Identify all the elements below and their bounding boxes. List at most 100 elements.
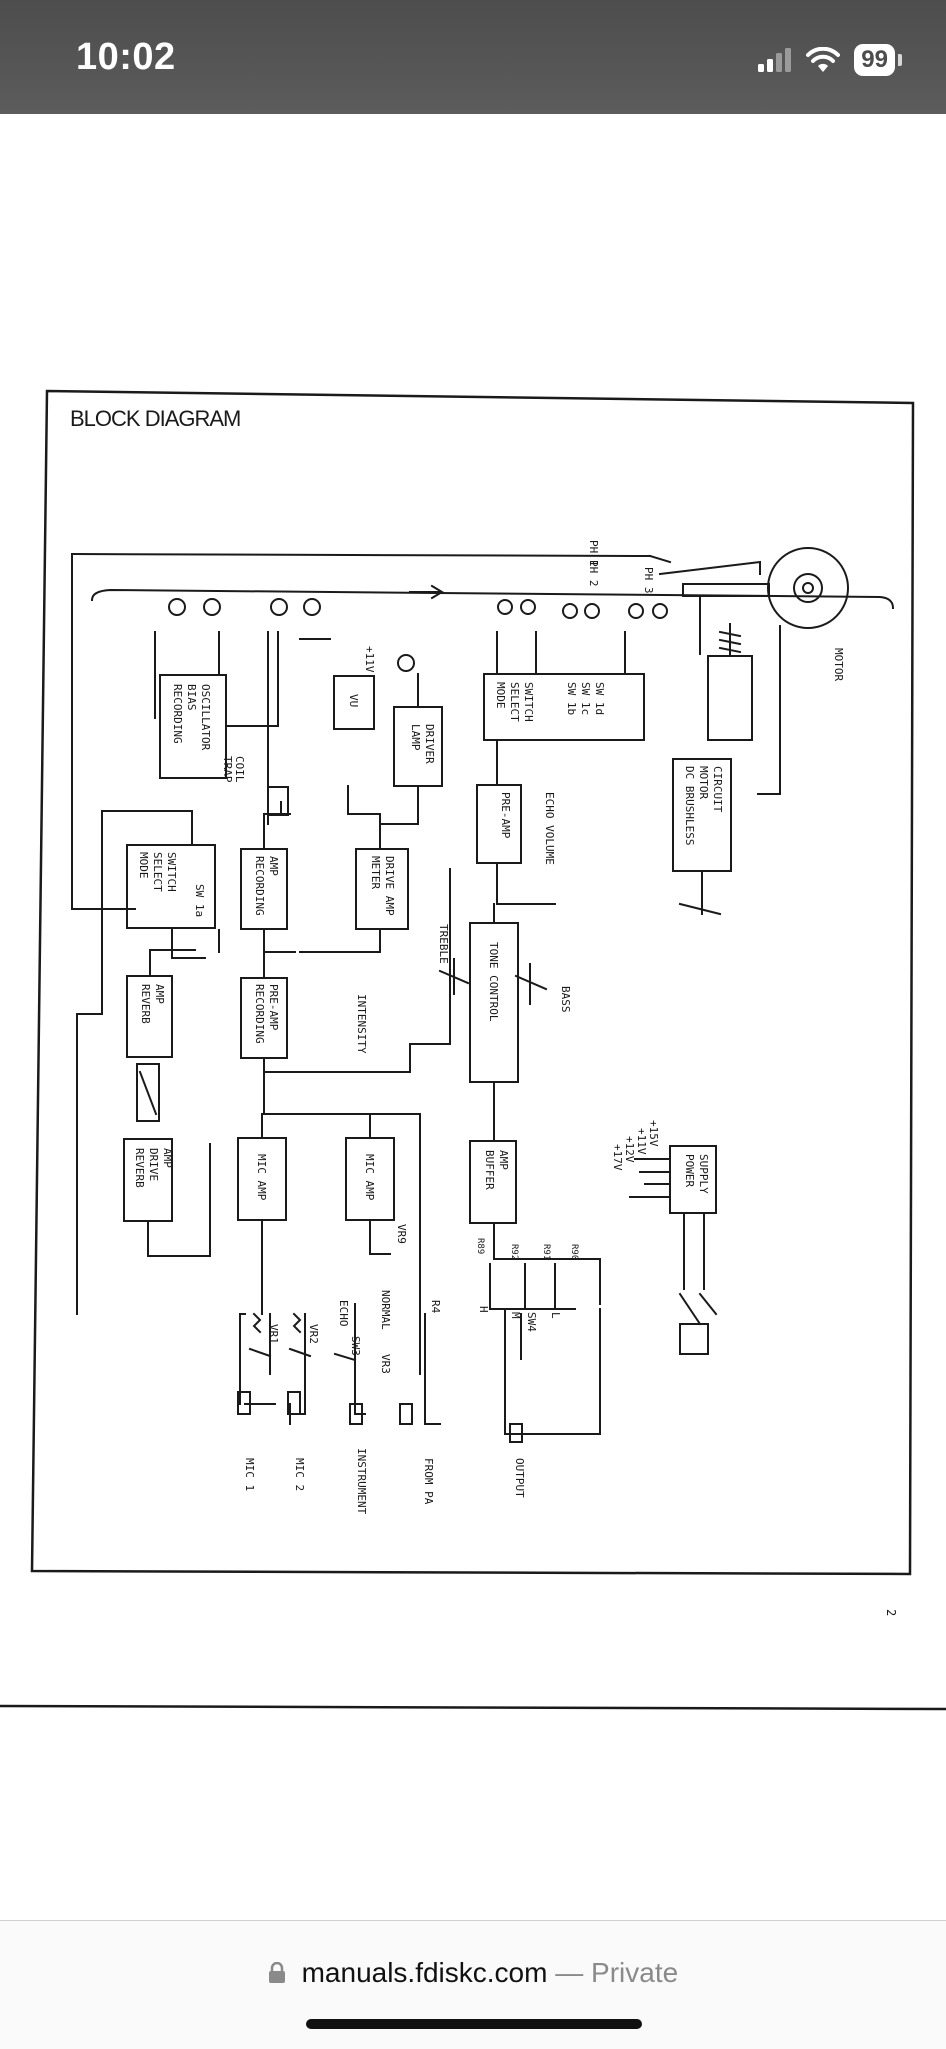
page-number: 2 [884, 1609, 898, 1616]
diagram-frame [30, 389, 915, 1576]
label-supply-17v: +17V [611, 1144, 624, 1171]
block-meter-drive-2: DRIVE AMP [383, 856, 396, 916]
block-recording-amp-1: RECORDING [253, 856, 266, 916]
label-ph2: PH 2 [587, 560, 600, 587]
wifi-icon [806, 47, 841, 72]
block-lamp-driver-2: DRIVER [423, 724, 436, 764]
block-reverb-drive-1: REVERB [133, 1148, 146, 1188]
label-motor: MOTOR [832, 648, 845, 681]
home-indicator[interactable] [306, 2019, 642, 2029]
block-mode-select-1a-2: SELECT [151, 852, 164, 892]
block-tone-control: TONE CONTROL [487, 942, 500, 1022]
lock-icon [268, 1961, 285, 1983]
label-sw1a: SW 1a [193, 884, 206, 917]
page-divider [0, 1704, 946, 1711]
label-normal: NORMAL [379, 1290, 392, 1330]
label-supply-12v: +12V [623, 1136, 636, 1163]
block-reverb-drive-2: DRIVE [147, 1148, 160, 1181]
label-from-pa: FROM PA [422, 1458, 435, 1505]
block-recording-pre-amp-2: PRE-AMP [267, 984, 280, 1031]
block-power-supply-1: POWER [683, 1154, 696, 1187]
label-treble: TREBLE [437, 924, 450, 964]
private-label: — Private [555, 1957, 679, 1988]
cellular-signal-icon [758, 48, 792, 72]
label-sw3: SW3 [349, 1336, 362, 1356]
block-meter-drive-1: METER [369, 856, 382, 889]
solenoid-box [707, 655, 753, 741]
label-sw1b: SW 1b [565, 682, 578, 715]
battery-tip [898, 54, 902, 66]
block-buffer-amp-2: AMP [497, 1150, 510, 1170]
block-dc-brushless-2: MOTOR [697, 766, 710, 799]
label-plus11v: +11V [363, 646, 376, 673]
label-rx: R4 [429, 1300, 442, 1314]
diagram-title: BLOCK DIAGRAM [70, 406, 240, 431]
label-instrument: INSTRUMENT [355, 1448, 368, 1515]
label-intensity: INTENSITY [355, 994, 368, 1054]
label-vr1: VR1 [267, 1324, 280, 1344]
label-r91: R91 [541, 1244, 551, 1260]
label-trap-coil-1: TRAP [221, 756, 234, 783]
block-dc-brushless-3: CIRCUIT [711, 766, 724, 813]
vu-meter-box [333, 675, 375, 730]
block-bias-osc-1: RECORDING [171, 684, 184, 744]
label-bass: BASS [559, 986, 572, 1013]
label-echo: ECHO [337, 1300, 350, 1327]
block-mode-select-main-1: MODE [494, 682, 507, 709]
battery-icon: 99 [854, 44, 895, 76]
label-m: M [509, 1312, 522, 1319]
label-sw1d: SW 1d [593, 682, 606, 715]
motor-reel [767, 547, 849, 629]
browser-bottom-bar: manuals.fdiskc.com — Private [0, 1920, 946, 2049]
block-reverb-drive-3: AMP [161, 1148, 174, 1168]
block-reverb-amp-2: AMP [153, 984, 166, 1004]
block-recording-amp-2: AMP [267, 856, 280, 876]
block-mode-select-main-2: SELECT [508, 682, 521, 722]
block-vu: VU [347, 694, 360, 707]
label-l: L [549, 1312, 562, 1319]
block-diagram: BLOCK DIAGRAM PH 1 PH 2 PH 3 MOTOR RECOR… [0, 389, 946, 1711]
block-reverb-amp-1: REVERB [139, 984, 152, 1024]
label-r92: R92 [509, 1244, 519, 1260]
status-time: 10:02 [76, 36, 176, 78]
label-supply-15v: +15V [647, 1120, 660, 1147]
power-supply-box [669, 1145, 717, 1214]
block-dc-brushless-1: DC BRUSHLESS [683, 766, 696, 845]
mode-select-switch-main-box [483, 673, 645, 741]
block-mode-select-main-3: SWITCH [522, 682, 535, 722]
label-vr3: VR3 [379, 1354, 392, 1374]
block-mic-amp-2: MIC AMP [363, 1154, 376, 1201]
label-supply-11v: +11V [635, 1128, 648, 1155]
label-h: H [477, 1306, 490, 1313]
label-r90: R90 [569, 1244, 579, 1260]
pre-amp-box [476, 784, 522, 864]
block-power-supply-2: SUPPLY [697, 1154, 710, 1194]
status-icons: 99 [758, 42, 902, 78]
block-pre-amp: PRE-AMP [499, 792, 512, 839]
label-output: OUTPUT [513, 1458, 526, 1498]
label-vr9: VR9 [395, 1224, 408, 1244]
block-bias-osc-3: OSCILLATOR [199, 684, 212, 751]
block-mic-amp-1: MIC AMP [255, 1154, 268, 1201]
block-mode-select-1a-1: MODE [137, 852, 150, 879]
block-lamp-driver-1: LAMP [409, 724, 422, 751]
meter-drive-amp-box [355, 848, 409, 930]
label-trap-coil-2: COIL [233, 756, 246, 783]
block-buffer-amp-1: BUFFER [483, 1150, 496, 1190]
status-bar: 10:02 99 [0, 0, 946, 114]
label-sw4: SW4 [525, 1312, 538, 1332]
label-mic1: MIC 1 [243, 1458, 256, 1491]
block-recording-pre-amp-1: RECORDING [253, 984, 266, 1044]
block-bias-osc-2: BIAS [185, 684, 198, 711]
block-mode-select-1a-3: SWITCH [165, 852, 178, 892]
url-bar[interactable]: manuals.fdiskc.com — Private [0, 1957, 946, 1989]
label-sw1c: SW 1c [579, 682, 592, 715]
label-echo-volume: ECHO VOLUME [543, 792, 556, 865]
label-mic2: MIC 2 [293, 1458, 306, 1491]
label-ph3: PH 3 [642, 567, 655, 594]
label-r89: R89 [475, 1238, 485, 1254]
document-view[interactable]: BLOCK DIAGRAM PH 1 PH 2 PH 3 MOTOR RECOR… [0, 114, 946, 1920]
label-vr2: VR2 [307, 1324, 320, 1344]
url-text[interactable]: manuals.fdiskc.com [301, 1957, 548, 1988]
label-ph1: PH 1 [587, 540, 600, 567]
